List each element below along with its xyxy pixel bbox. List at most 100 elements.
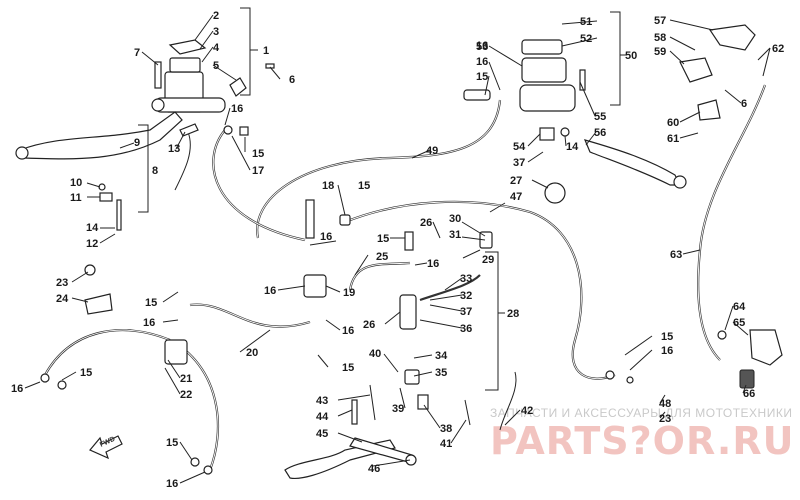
group-bracket-28 [485,251,499,391]
brake-lever-left [19,111,183,160]
washer-bottom [203,465,213,475]
callout-36: 36 [460,323,472,335]
callout-16e: 16 [342,325,354,337]
callout-15c: 15 [358,180,370,192]
callout-55: 55 [594,111,606,123]
callout-22: 22 [180,389,192,401]
callout-16b: 16 [231,103,243,115]
callout-16j: 16 [661,345,673,357]
brake-hose-63 [697,84,767,361]
callout-39: 39 [392,403,404,415]
callout-7: 7 [134,47,140,59]
callout-1: 1 [263,45,269,57]
brake-pad-66 [739,369,755,389]
lever-knob-right [673,175,687,189]
watermark-caption: ЗАПЧАСТИ И АКСЕССУАРЫ ДЛЯ МОТОТЕХНИКИ [490,406,792,420]
callout-16g: 16 [143,317,155,329]
callout-15b: 15 [476,71,488,83]
callout-45: 45 [316,428,328,440]
forward-arrow: FWD [89,435,123,460]
bracket-11 [99,192,113,202]
callout-57: 57 [654,15,666,27]
brake-hose-left [44,329,171,376]
banjo-left-front [40,373,50,383]
brake-line-49 [256,99,502,239]
pin-55 [579,69,586,91]
callout-16i: 16 [166,478,178,490]
brake-line-rear [419,274,481,302]
callout-16f: 16 [427,258,439,270]
callout-11: 11 [70,192,82,204]
brake-line-25 [348,261,411,291]
callout-60: 60 [667,117,679,129]
clamp-57 [708,24,756,51]
callout-50: 50 [625,50,637,62]
hose-lines [44,84,767,471]
brake-line-20 [189,303,311,328]
switch-wire-13 [174,131,191,191]
callout-15e: 15 [145,297,157,309]
callout-51: 51 [580,16,592,28]
callout-4: 4 [213,42,220,54]
callout-43: 43 [316,395,328,407]
callout-59: 59 [654,46,666,58]
bracket-21 [164,339,188,365]
center-fittings [84,182,566,410]
callout-27: 27 [510,175,522,187]
callout-3: 3 [213,26,219,38]
callout-16d: 16 [264,285,276,297]
callout-63: 63 [670,249,682,261]
reservoir-cover [169,57,201,73]
callout-26a: 26 [420,217,432,229]
callout-14b: 14 [566,141,579,153]
spring-41 [464,399,471,426]
cylinder-barrel [154,97,226,113]
callout-66: 66 [743,388,755,400]
washer-14 [560,127,570,137]
callout-21: 21 [180,373,192,385]
fitting-35 [404,369,420,385]
callout-25: 25 [376,251,388,263]
callout-64: 64 [733,301,746,313]
callout-16-top: 16 [476,56,488,68]
cap-gasket [168,39,207,55]
callout-13: 13 [168,143,180,155]
bolt-64 [717,330,727,340]
callout-18: 18 [322,180,334,192]
lever-knob [15,146,29,160]
callout-35: 35 [435,367,447,379]
callout-16h: 16 [11,383,23,395]
junction-block-19 [303,274,327,298]
callout-46: 46 [368,463,380,475]
leader-lines [24,14,771,484]
callout-23b: 23 [659,413,671,425]
switch-54 [539,127,555,141]
reservoir-cap-52 [521,39,563,55]
callout-54: 54 [513,141,526,153]
callout-38: 38 [440,423,452,435]
callout-15h: 15 [166,437,178,449]
callout-20: 20 [246,347,258,359]
callout-15a: 15 [252,148,264,160]
callout-10: 10 [70,177,82,189]
callout-53: 53 [476,41,488,53]
pin-44 [351,399,358,425]
sensor-wire-42 [499,371,517,431]
callout-34: 34 [435,350,448,362]
watermark-logo: PARTS?OR.RU [490,419,794,463]
bolt-15c [404,231,414,251]
switch-13 [179,123,199,137]
banjo-right [605,370,615,380]
group-bracket-50 [610,11,621,106]
group-brackets [138,7,626,391]
caliper-65 [749,329,783,366]
callout-23a: 23 [56,277,68,289]
callout-14a: 14 [86,222,99,234]
calipers [40,329,783,475]
callout-65: 65 [733,317,745,329]
callout-47: 47 [510,191,522,203]
callout-62: 62 [772,43,784,55]
callout-16k: 16 [476,40,488,52]
callout-37a: 37 [513,157,525,169]
